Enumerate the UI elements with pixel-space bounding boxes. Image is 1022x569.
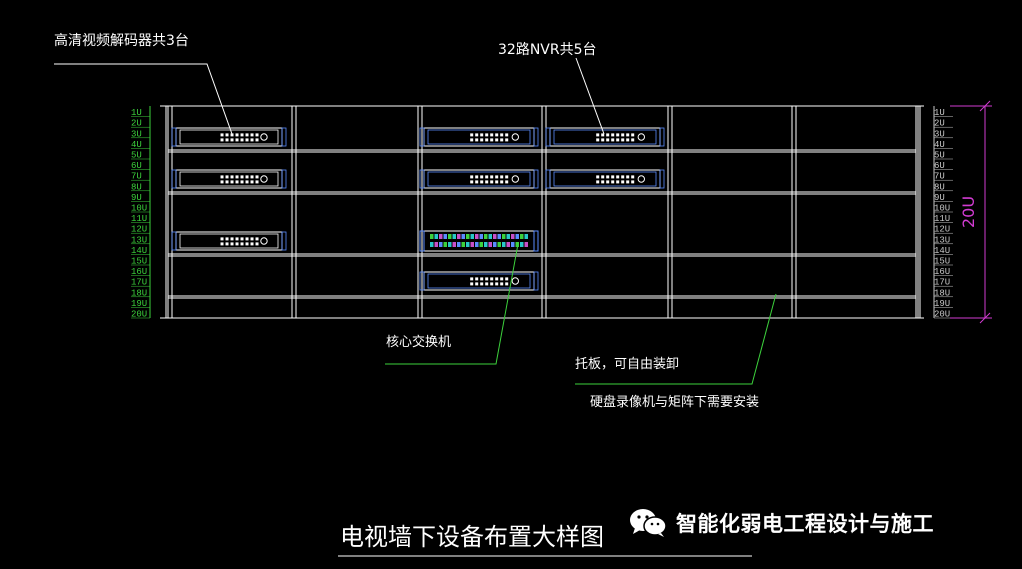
u-label-left: 11U xyxy=(131,214,147,224)
nvr-unit xyxy=(419,271,539,291)
u-label-left: 20U xyxy=(131,310,147,320)
u-label-right: 4U xyxy=(934,140,945,150)
annotation-dvr-matrix: 硬盘录像机与矩阵下需要安装 xyxy=(590,394,759,410)
u-label-right: 18U xyxy=(934,288,950,298)
leader-decoder xyxy=(54,63,233,135)
u-label-right: 15U xyxy=(934,257,950,267)
u-label-right: 13U xyxy=(934,235,950,245)
u-label-right: 12U xyxy=(934,225,950,235)
u-label-right: 11U xyxy=(934,214,950,224)
u-label-right: 9U xyxy=(934,193,945,203)
equipment-cabinet xyxy=(160,105,924,319)
u-label-right: 8U xyxy=(934,182,945,192)
u-label-right: 1U xyxy=(934,108,945,118)
wechat-icon xyxy=(630,509,667,537)
u-label-right: 10U xyxy=(934,204,950,214)
watermark-text: 智能化弱电工程设计与施工 xyxy=(676,512,934,536)
u-label-left: 3U xyxy=(131,129,142,139)
leader-tray xyxy=(575,293,777,385)
video-decoder xyxy=(171,169,287,189)
u-label-right: 16U xyxy=(934,267,950,277)
u-label-left: 15U xyxy=(131,257,147,267)
video-decoder xyxy=(171,231,287,251)
u-label-right: 6U xyxy=(934,161,945,171)
u-label-left: 8U xyxy=(131,182,142,192)
annotation-core-switch: 核心交换机 xyxy=(386,334,451,350)
u-label-left: 2U xyxy=(131,119,142,129)
nvr-unit xyxy=(545,127,665,147)
drawing-title: 电视墙下设备布置大样图 xyxy=(340,523,604,551)
u-label-left: 10U xyxy=(131,204,147,214)
u-label-left: 19U xyxy=(131,299,147,309)
watermark: 智能化弱电工程设计与施工 xyxy=(628,505,934,541)
nvr-unit xyxy=(545,169,665,189)
u-label-left: 5U xyxy=(131,151,142,161)
leader-lines xyxy=(54,57,777,557)
u-label-left: 7U xyxy=(131,172,142,182)
u-label-right: 2U xyxy=(934,119,945,129)
u-label-left: 12U xyxy=(131,225,147,235)
leader-switch xyxy=(385,243,519,365)
u-label-right: 5U xyxy=(934,151,945,161)
u-label-left: 17U xyxy=(131,278,147,288)
nvr-unit xyxy=(419,127,539,147)
u-label-right: 17U xyxy=(934,278,950,288)
u-label-left: 9U xyxy=(131,193,142,203)
u-label-right: 14U xyxy=(934,246,950,256)
height-dimension xyxy=(950,100,992,324)
equipment-units xyxy=(171,127,665,291)
annotation-tray: 托板，可自由装卸 xyxy=(575,356,679,372)
core-switch-unit xyxy=(419,230,539,252)
annotation-decoder: 高清视频解码器共3台 xyxy=(54,32,189,49)
u-label-left: 6U xyxy=(131,161,142,171)
u-label-right: 7U xyxy=(934,172,945,182)
leader-nvr xyxy=(575,57,605,135)
u-label-left: 13U xyxy=(131,235,147,245)
u-labels-left: 1U2U3U4U5U6U7U8U9U10U11U12U13U14U15U16U1… xyxy=(131,106,151,320)
u-label-right: 19U xyxy=(934,299,950,309)
u-label-right: 20U xyxy=(934,310,950,320)
video-decoder xyxy=(171,127,287,147)
u-label-left: 14U xyxy=(131,246,147,256)
u-label-left: 16U xyxy=(131,267,147,277)
annotation-nvr: 32路NVR共5台 xyxy=(498,42,597,58)
u-labels-right: 1U2U3U4U5U6U7U8U9U10U11U12U13U14U15U16U1… xyxy=(933,106,953,320)
nvr-unit xyxy=(419,169,539,189)
u-label-left: 4U xyxy=(131,140,142,150)
u-label-left: 1U xyxy=(131,108,142,118)
u-label-right: 3U xyxy=(934,129,945,139)
height-dimension-label: 20U xyxy=(959,196,978,228)
u-label-left: 18U xyxy=(131,288,147,298)
